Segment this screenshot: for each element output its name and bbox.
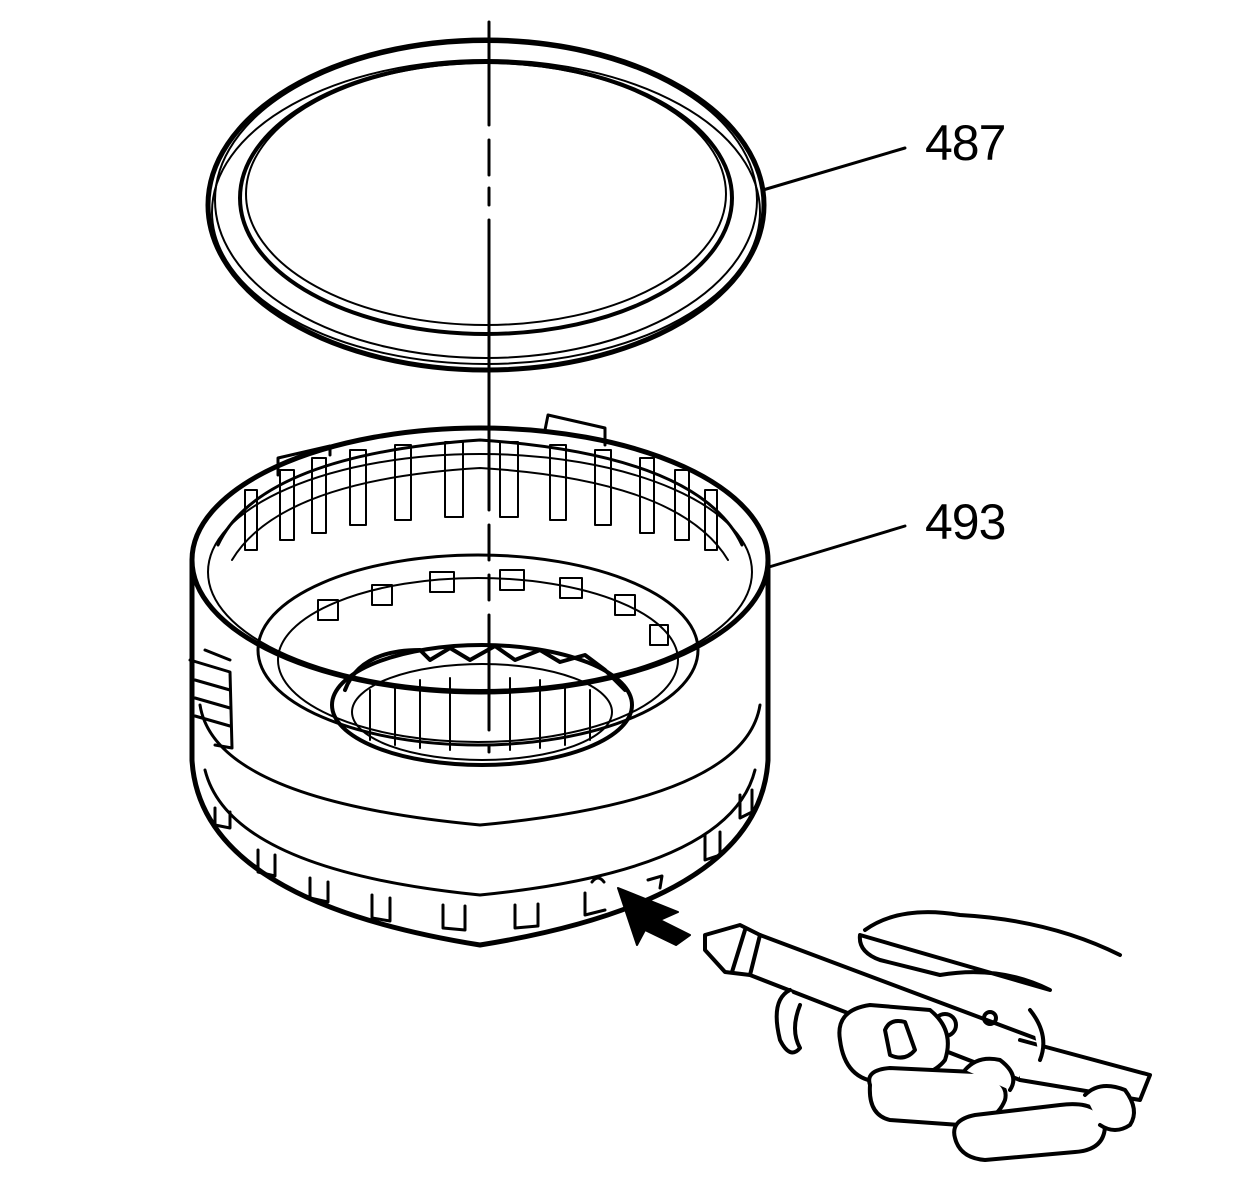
clutch-housing-493 <box>188 413 771 948</box>
leader-lines <box>761 146 907 569</box>
callout-487: 487 <box>925 115 1006 171</box>
hand-icon <box>837 910 1136 1162</box>
seal-ring-487 <box>205 37 767 373</box>
air-blow-gun-icon <box>703 923 1152 1102</box>
arrow-icon <box>617 874 691 946</box>
callout-493: 493 <box>925 494 1006 550</box>
